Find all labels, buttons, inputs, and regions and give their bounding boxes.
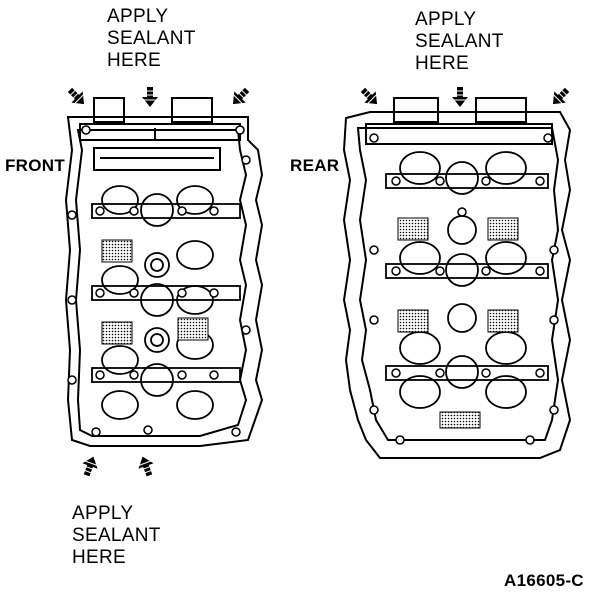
- rear-label: REAR: [290, 156, 340, 175]
- right-cylinder-head: [342, 97, 572, 459]
- sealant-arrow-icon: [356, 83, 574, 111]
- sealant-label-top-right: APPLY SEALANT HERE: [415, 9, 504, 74]
- sealant-label-bottom-left: APPLY SEALANT HERE: [72, 503, 161, 568]
- figure-id-label: A16605-C: [504, 571, 584, 590]
- sealant-arrow-icon: [63, 83, 254, 111]
- sealant-arrow-icon: [78, 453, 158, 479]
- front-label: FRONT: [5, 156, 66, 175]
- sealant-label-top-left: APPLY SEALANT HERE: [107, 6, 196, 71]
- left-cylinder-head: [64, 97, 264, 447]
